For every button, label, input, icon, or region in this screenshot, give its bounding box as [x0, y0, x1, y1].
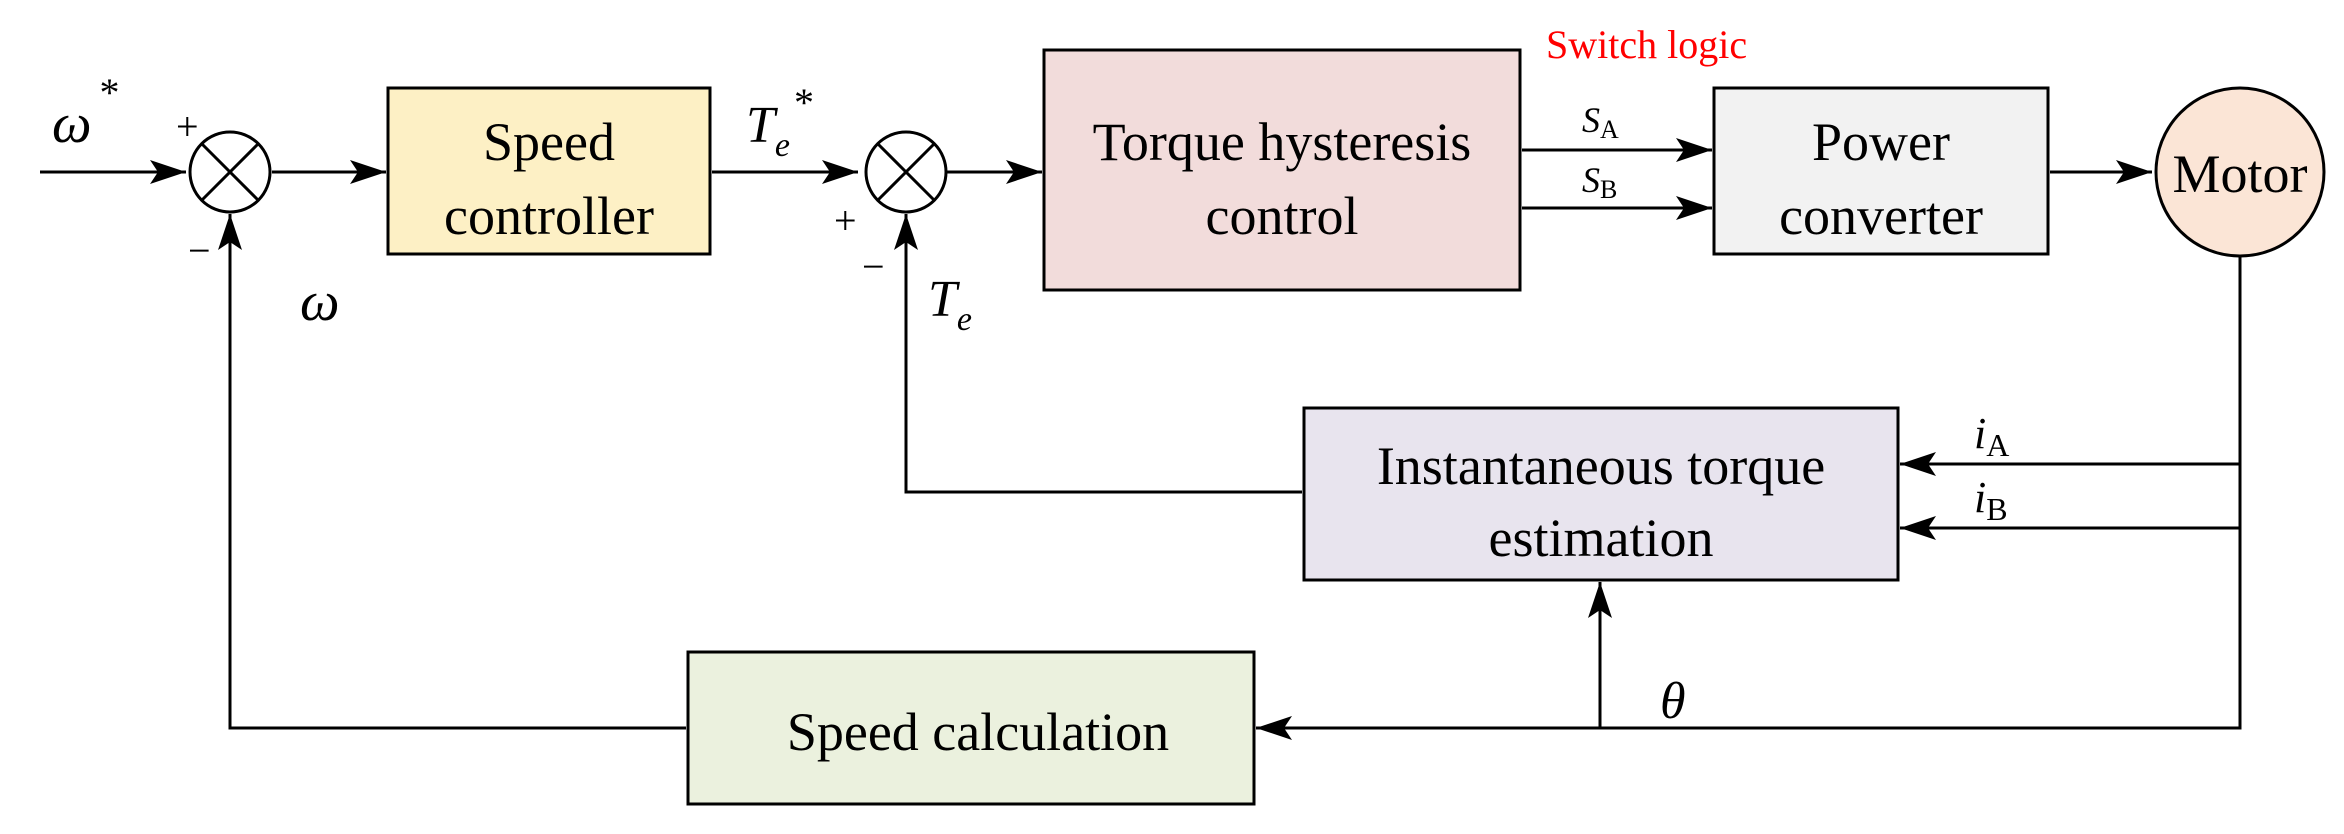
sa-label: SA	[1582, 100, 1619, 144]
power-converter-block: Power converter	[1712, 86, 2050, 256]
torque-estimation-label-line2: estimation	[1489, 508, 1714, 568]
ib-sub: B	[1986, 491, 2007, 527]
motor-circle	[2154, 86, 2326, 258]
summing-junction-speed	[188, 130, 272, 214]
sum2-plus-sign: +	[834, 198, 857, 243]
speed-controller-label-line1: Speed	[483, 112, 615, 172]
te-symbol: T	[928, 271, 960, 328]
ia-label: iA	[1974, 409, 2009, 463]
omega-ref-sup: *	[100, 70, 120, 115]
sum1-plus-sign: +	[176, 104, 199, 149]
wire-te-feedback	[894, 214, 1302, 494]
torque-hysteresis-label-line2: control	[1206, 186, 1359, 246]
te-ref-symbol: T	[746, 97, 778, 154]
theta-label: θ	[1660, 673, 1686, 730]
summing-junction-torque	[864, 130, 948, 214]
sa-symbol: S	[1582, 100, 1600, 140]
wire-theta-to-speed-calc	[1256, 256, 2242, 740]
omega-label: ω	[300, 271, 340, 333]
omega-ref-label: ω*	[52, 70, 120, 155]
power-converter-box	[1712, 86, 2050, 256]
switch-logic-annotation: Switch logic	[1546, 22, 1747, 67]
sum2-minus-sign: −	[862, 244, 885, 289]
ib-symbol: i	[1974, 473, 1986, 522]
sb-sub: B	[1600, 175, 1617, 204]
power-converter-label-line1: Power	[1812, 112, 1950, 172]
torque-hysteresis-label-line1: Torque hysteresis	[1093, 112, 1472, 172]
speed-calculation-block: Speed calculation	[686, 650, 1256, 806]
power-converter-label-line2: converter	[1779, 186, 1983, 246]
torque-estimation-label-line1: Instantaneous torque	[1377, 436, 1825, 496]
torque-estimation-box	[1302, 406, 1900, 582]
ia-symbol: i	[1974, 409, 1986, 458]
wire-omega-feedback	[218, 214, 686, 730]
speed-calculation-box	[686, 650, 1256, 806]
te-ref-label: Te*	[746, 80, 814, 164]
sum1-minus-sign: −	[188, 228, 211, 273]
te-ref-sup: *	[794, 80, 814, 125]
speed-controller-label-line2: controller	[444, 186, 654, 246]
torque-estimation-block: Instantaneous torque estimation	[1302, 406, 1900, 582]
torque-hysteresis-box	[1042, 48, 1522, 292]
sb-symbol: S	[1582, 160, 1600, 200]
ib-label: iB	[1974, 473, 2008, 527]
sa-sub: A	[1600, 115, 1619, 144]
torque-hysteresis-block: Torque hysteresis control	[1042, 48, 1522, 292]
speed-controller-box	[386, 86, 712, 256]
te-sub: e	[957, 301, 972, 338]
motor-label: Motor	[2173, 144, 2308, 204]
sb-label: SB	[1582, 160, 1617, 204]
te-ref-sub: e	[775, 127, 790, 164]
motor-block: Motor	[2154, 86, 2326, 258]
omega-ref-symbol: ω	[52, 93, 92, 155]
te-label: Te	[928, 271, 972, 338]
speed-controller-block: Speed controller	[386, 86, 712, 256]
ia-sub: A	[1986, 427, 2009, 463]
speed-calculation-label: Speed calculation	[787, 702, 1169, 762]
